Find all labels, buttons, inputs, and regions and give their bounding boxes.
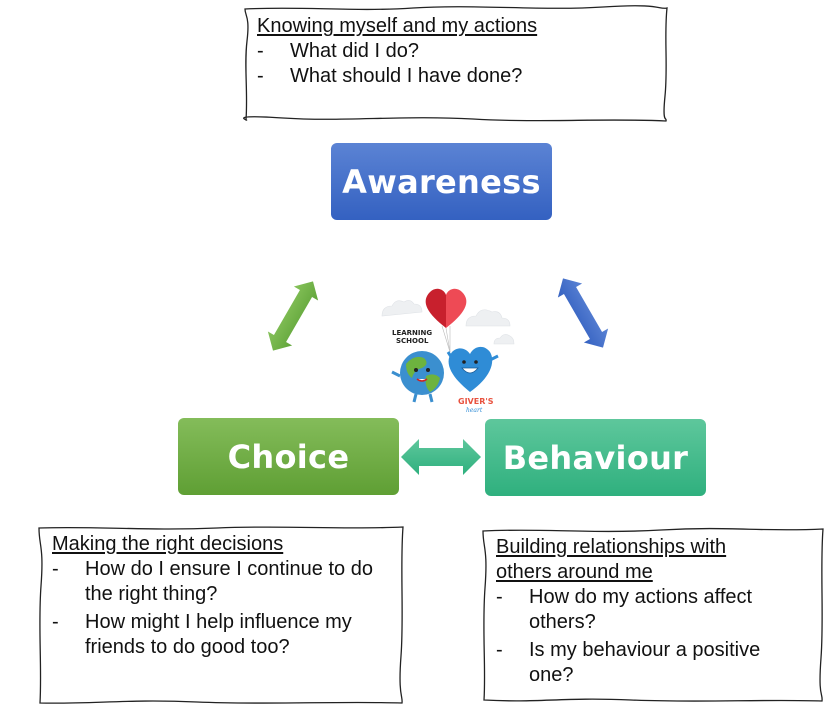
note-heading: Making the right decisions bbox=[52, 533, 284, 555]
choice-behaviour-double-arrow-icon bbox=[401, 439, 481, 475]
note-frame bbox=[482, 527, 824, 702]
note-frame bbox=[243, 5, 668, 122]
choice-awareness-double-arrow-icon bbox=[267, 281, 319, 351]
note-item: - What should I have done? bbox=[257, 64, 659, 89]
note-heading: Building relationships with others aroun… bbox=[496, 536, 727, 583]
note-item: - What did I do? bbox=[257, 39, 659, 64]
note-item-text: How do I ensure I continue to do the rig… bbox=[85, 558, 373, 605]
note-frame bbox=[38, 526, 404, 704]
awareness-node: Awareness bbox=[331, 143, 552, 220]
choice-note: Making the right decisions - How do I ens… bbox=[37, 526, 405, 706]
note-item-text: What did I do? bbox=[290, 40, 419, 62]
bullet-dash: - bbox=[257, 65, 264, 87]
bullet-dash: - bbox=[496, 586, 503, 608]
awareness-note: Knowing myself and my actions - What did … bbox=[243, 5, 669, 123]
bullet-dash: - bbox=[52, 611, 59, 633]
logo-text-learning: LEARNING bbox=[392, 329, 432, 337]
note-item-text: How do my actions affect others? bbox=[529, 586, 753, 633]
note-item: - How do I ensure I continue to do the ri… bbox=[52, 557, 395, 607]
bullet-dash: - bbox=[52, 558, 59, 580]
behaviour-note: Building relationships with others aroun… bbox=[481, 527, 825, 704]
logo-brand: GIVER'S bbox=[458, 397, 494, 406]
note-item-text: Is my behaviour a positive one? bbox=[529, 639, 761, 686]
note-item-text: How might I help influence my friends to… bbox=[85, 611, 352, 658]
note-item: - How do my actions affect others? bbox=[496, 585, 815, 635]
behaviour-node: Behaviour bbox=[485, 419, 706, 496]
note-item-text: What should I have done? bbox=[290, 65, 523, 87]
note-heading: Knowing myself and my actions bbox=[257, 15, 538, 37]
note-item: - Is my behaviour a positive one? bbox=[496, 638, 815, 688]
choice-node: Choice bbox=[178, 418, 399, 495]
bullet-dash: - bbox=[257, 40, 264, 62]
choice-label: Choice bbox=[227, 437, 350, 476]
heart-balloon-earth-logo-icon: LEARNING SCHOOL GIVER'S heart bbox=[381, 288, 515, 414]
awareness-label: Awareness bbox=[342, 162, 541, 201]
logo-text-school: SCHOOL bbox=[396, 337, 429, 345]
awareness-behaviour-double-arrow-icon bbox=[557, 278, 609, 348]
logo-brand-sub: heart bbox=[466, 407, 483, 414]
behaviour-label: Behaviour bbox=[502, 438, 689, 477]
note-item: - How might I help influence my friends t… bbox=[52, 610, 395, 660]
bullet-dash: - bbox=[496, 639, 503, 661]
